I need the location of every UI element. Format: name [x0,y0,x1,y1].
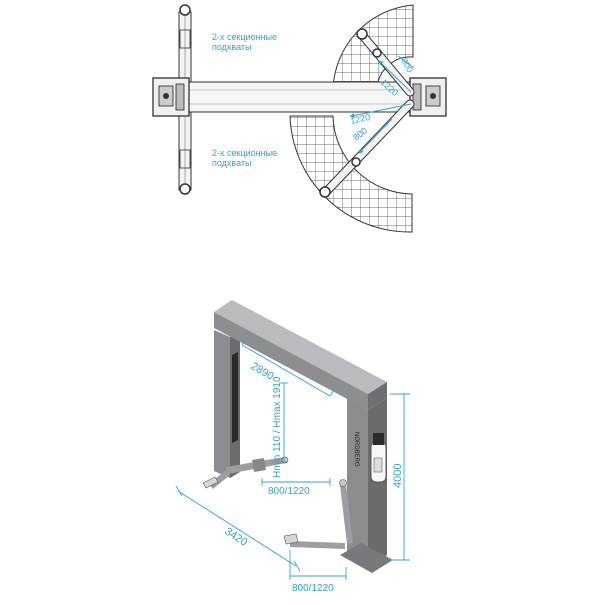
top-view: 1220 800 1220 800 2-х секционные подхват… [152,4,447,233]
upper-arm-label-line2: подхваты [212,42,252,52]
base-width-dim: 3420 [222,525,249,548]
width-dim-line [241,344,331,397]
left-arm-b [209,470,230,489]
lower-arm-label-line2: подхваты [212,158,252,168]
lower-arm-label-line1: 2-х секционные [212,148,277,158]
brand-label: NORDBERG [353,432,359,467]
left-post-front [214,330,230,478]
lower-arm-label: 2-х секционные подхваты [212,148,280,168]
iso-view: NORDBERG [175,300,410,594]
total-height-dim: 4000 [392,464,404,488]
lower-arm-swing-area [289,115,413,233]
upper-arm-label-line1: 2-х секционные [212,32,277,42]
lower-arm-long-dim: 1220 [349,112,371,126]
top-beam-front [214,312,368,410]
left-arm-bottom-pad [179,183,191,195]
right-post-front [347,398,368,566]
base-width-dim-line [177,490,297,567]
right-arm-b [340,484,353,544]
upper-arm-label: 2-х секционные подхваты [212,32,280,52]
inner-arm-dim: 800/1220 [268,486,310,497]
upper-arm-short-dim: 800 [399,56,415,74]
outer-arm-dim: 800/1220 [292,583,334,594]
right-arm-a [290,541,345,549]
upper-arm-pad [356,28,368,40]
left-arm-top-pad [179,4,191,16]
lower-arm-pad [319,186,331,198]
crossbeam [185,81,413,113]
top-beam-top [214,300,387,394]
height-range-dim: Hmin 110 / Hmax 1910 [272,376,283,478]
lower-arm-short-dim: 800 [351,125,369,142]
